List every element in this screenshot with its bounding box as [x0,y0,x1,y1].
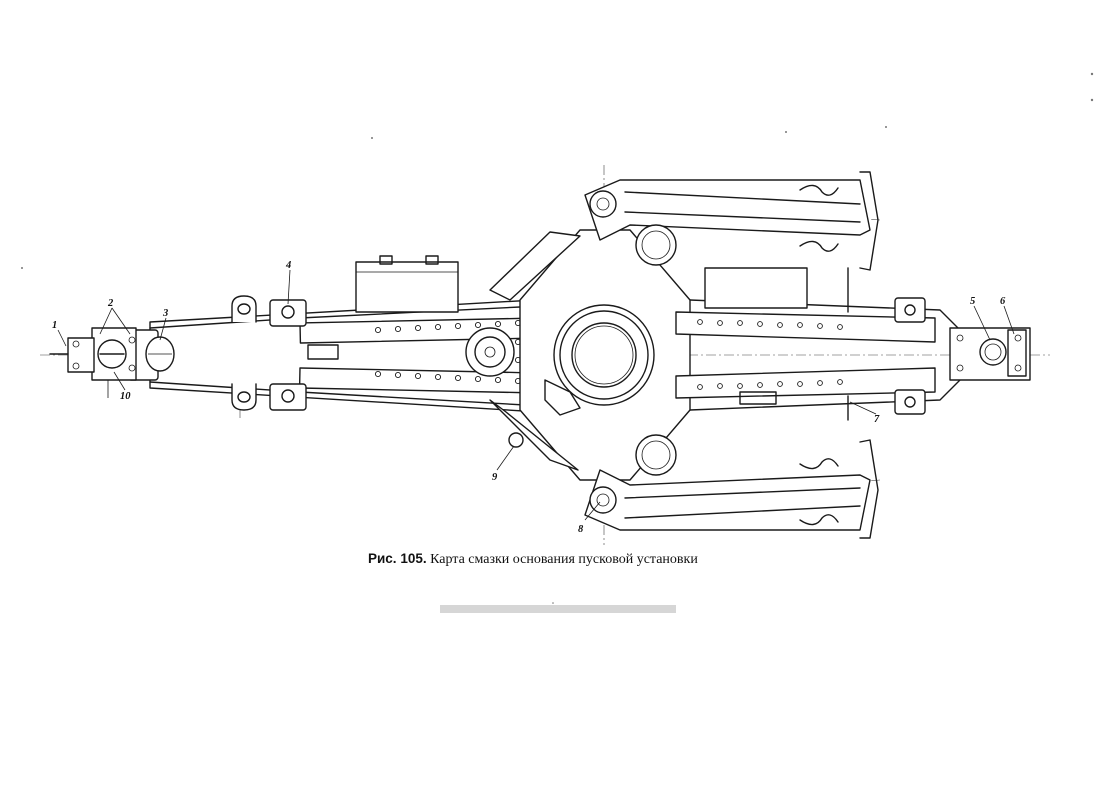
beam-hub [465,327,515,377]
turntable [519,229,691,481]
upper-outrigger [584,171,879,271]
callout-6: 6 [1000,296,1006,307]
beam-holes [374,319,522,385]
left-hitch [49,327,175,398]
caption-text: Карта смазки основания пусковой установк… [430,552,698,567]
right-beams [675,267,961,421]
callout-2: 2 [107,298,114,309]
callout-3: 3 [162,308,168,319]
callout-leaders [57,269,1015,521]
bracket-4 [269,299,307,411]
caption-number: Рис. 105. [368,551,427,566]
right-beam-holes [697,319,843,390]
callout-numbers: 1 2 3 4 5 6 7 8 9 10 [52,260,1006,535]
figure-caption: Рис. 105. Карта смазки основания пусково… [368,551,788,568]
right-hitch [949,327,1031,381]
callout-4: 4 [285,260,291,271]
lower-outrigger [584,434,879,539]
right-brackets [894,297,926,415]
callout-9: 9 [492,472,498,483]
diagonal-brackets [489,231,581,471]
callout-8: 8 [578,524,584,535]
callout-10: 10 [120,391,131,402]
left-clevis-lugs [231,295,257,411]
callout-5: 5 [970,296,975,307]
callout-7: 7 [874,414,880,425]
upper-box [355,255,459,313]
scan-specks [21,72,1094,613]
callout-1: 1 [52,320,57,331]
